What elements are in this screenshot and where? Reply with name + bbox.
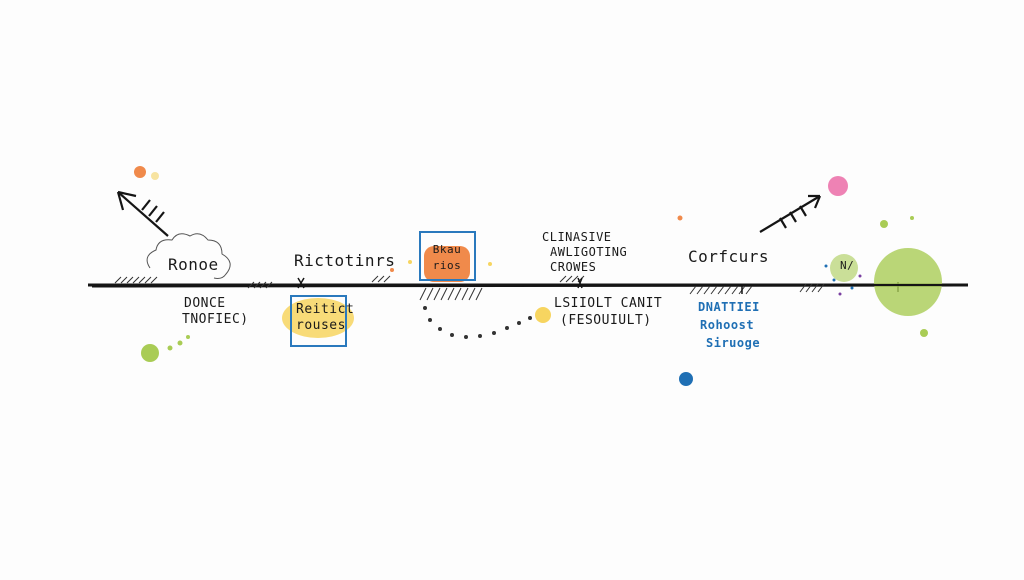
highlight-blob-orange <box>424 246 470 282</box>
milestone-label-4a: CLINASIVE <box>542 230 612 244</box>
milestone-sublabel-4a: LSIIOLT CANIT <box>554 296 663 311</box>
axis-hatching <box>114 275 825 301</box>
milestone-sublabel-2a: Reitict <box>296 302 355 317</box>
milestone-sublabel-2b: rouses <box>296 318 346 333</box>
milestone-sublabel-5b: Rohoost <box>700 318 755 332</box>
highlight-blob-yellow <box>282 298 354 338</box>
milestone-sublabel-5c: Siruoge <box>706 336 761 350</box>
arrow-right-icon <box>759 194 822 233</box>
milestone-sublabel-1a: DONCE <box>184 296 226 311</box>
milestone-label-bkau: Bkau <box>432 243 462 256</box>
milestone-sublabel-4b: (FESOUIULT) <box>560 313 652 328</box>
milestone-label-ronoe: Ronoe <box>168 255 219 274</box>
milestone-sublabel-5a: DNATTIEI <box>698 300 760 314</box>
milestone-label-n: N/ <box>840 259 855 272</box>
highlight-box <box>290 295 347 347</box>
milestone-label-4c: CROWES <box>550 260 597 274</box>
dot-green-small <box>830 254 858 282</box>
highlight-blob-green <box>874 248 942 316</box>
milestone-box <box>419 231 476 281</box>
milestone-label-corfcurs: Corfcurs <box>688 247 770 266</box>
milestone-label-rios: rios <box>432 259 462 272</box>
cloud-icon <box>146 233 231 279</box>
dotted-arc <box>423 306 532 339</box>
dot-yellow <box>535 307 551 323</box>
milestone-label-4b: AWLIGOTING <box>550 245 628 259</box>
decorative-dots <box>134 166 928 386</box>
milestone-label-rictotinrs: Rictotinrs <box>294 251 396 270</box>
arrow-left-icon <box>116 190 169 237</box>
timeline-axis-sketch <box>91 285 961 288</box>
milestone-sublabel-1b: TNOFIEC) <box>182 312 249 327</box>
